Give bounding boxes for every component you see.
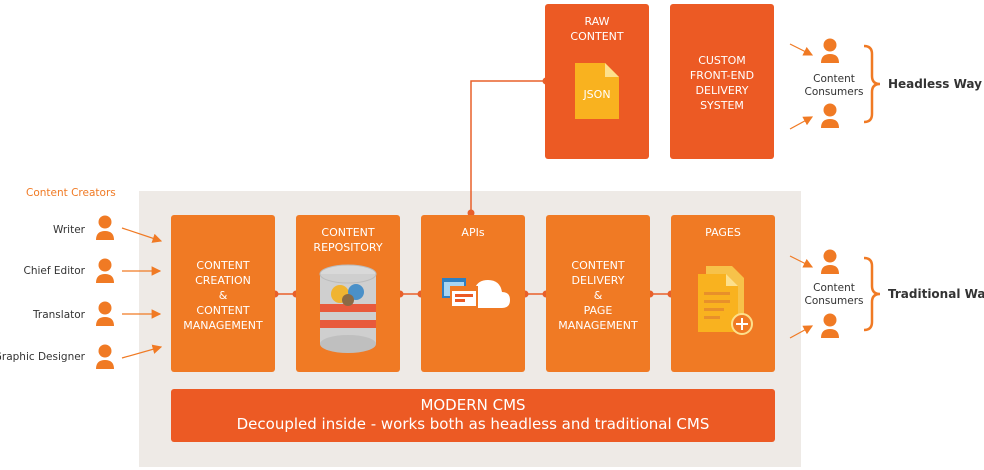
modern-cms-banner: MODERN CMS Decoupled inside - works both… [171, 389, 775, 442]
json-file-label: JSON [583, 88, 611, 101]
modern-cms-subtitle: Decoupled inside - works both as headles… [236, 415, 710, 433]
database-icon [319, 264, 377, 353]
modern-cms-title: MODERN CMS [420, 396, 526, 414]
arrow-headless-consumer-1 [789, 43, 814, 56]
raw-content-label: RAW CONTENT [570, 15, 624, 43]
headless-way-label: Headless Way [888, 77, 982, 91]
arrow-traditional-consumer-2 [789, 325, 814, 339]
arrow-headless-consumer-2 [789, 116, 814, 130]
content-creation-label: CONTENT CREATION & CONTENT MANAGEMENT [183, 259, 263, 332]
headless-consumer-2-person-icon [821, 103, 839, 128]
content-repository-label: CONTENT REPOSITORY [313, 226, 383, 254]
role-translator: Translator [33, 309, 85, 321]
custom-frontend-box: CUSTOM FRONT-END DELIVERY SYSTEM [670, 4, 774, 159]
content-delivery-module: CONTENT DELIVERY & PAGE MANAGEMENT [546, 215, 650, 372]
role-chief-editor: Chief Editor [23, 265, 85, 277]
json-file-icon [575, 63, 619, 119]
cloud-api-icon [442, 278, 510, 308]
apis-label: APIs [461, 226, 485, 239]
traditional-way-label: Traditional Way [888, 287, 984, 301]
content-delivery-label: CONTENT DELIVERY & PAGE MANAGEMENT [558, 259, 638, 332]
creator-arrows [121, 227, 163, 359]
writer-person-icon [96, 215, 114, 240]
headless-consumer-1-person-icon [821, 38, 839, 63]
graphic-designer-person-icon [96, 344, 114, 369]
pages-label: PAGES [705, 226, 741, 239]
arrow-writer [121, 227, 163, 243]
content-creators-heading: Content Creators [26, 187, 116, 199]
pages-document-icon [698, 266, 753, 335]
api-to-raw-content-connector [467, 77, 550, 217]
traditional-consumers-label: Content Consumers [804, 282, 864, 307]
headless-brace [863, 44, 881, 124]
content-creation-module: CONTENT CREATION & CONTENT MANAGEMENT [171, 215, 275, 372]
chief-editor-person-icon [96, 258, 114, 283]
consumer-arrows [789, 43, 814, 339]
translator-person-icon [96, 301, 114, 326]
arrow-graphic-designer [121, 344, 163, 359]
traditional-consumer-2-person-icon [821, 313, 839, 338]
custom-frontend-label: CUSTOM FRONT-END DELIVERY SYSTEM [689, 54, 755, 112]
traditional-consumer-1-person-icon [821, 249, 839, 274]
traditional-brace [863, 256, 881, 332]
role-writer: Writer [52, 224, 85, 236]
headless-consumers-label: Content Consumers [804, 73, 864, 98]
role-graphic-designer: Graphic Designer [0, 351, 85, 363]
arrow-traditional-consumer-1 [789, 255, 814, 268]
